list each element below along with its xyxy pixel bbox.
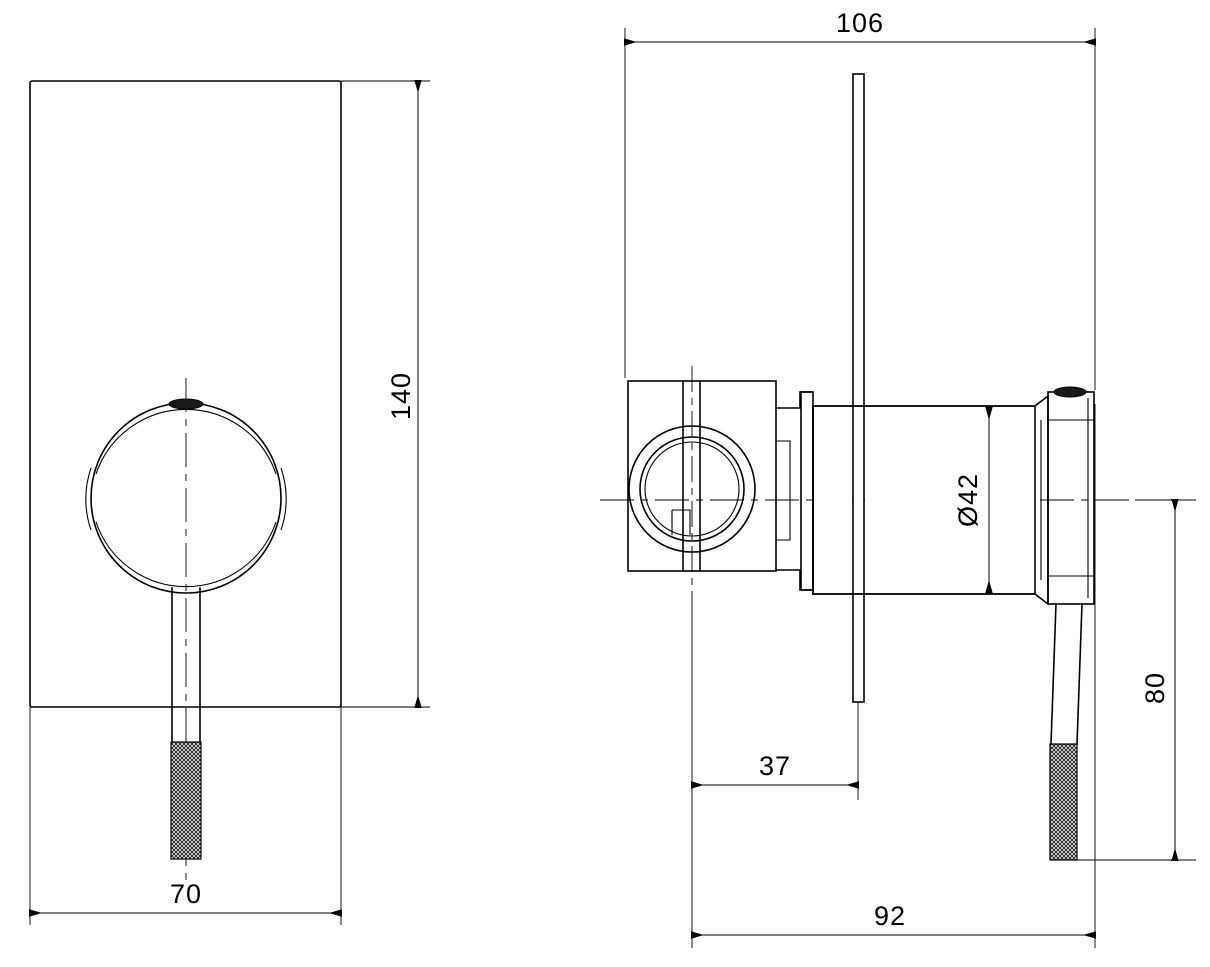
side-lever-stem-left	[1050, 603, 1057, 745]
dim-42-label: Ø42	[953, 473, 983, 527]
cartridge-right-fill	[865, 407, 1034, 593]
handle-boss-inner-arc-bottom	[95, 521, 277, 588]
handle-boss-cap	[168, 398, 204, 410]
side-shoulder-inner-top	[776, 440, 791, 501]
dim-92-label: 92	[874, 901, 906, 931]
side-shoulder-inner-bottom	[776, 501, 791, 541]
dim-37-label: 37	[759, 751, 791, 781]
handle-hub-cap	[1053, 386, 1087, 398]
valve-body-block	[627, 380, 777, 572]
side-lever-knurled-grip	[1049, 743, 1078, 861]
dimension-plate-height: 140	[341, 80, 430, 708]
dim-70-label: 70	[170, 879, 202, 909]
dimension-handle-drop: 80	[1077, 499, 1196, 861]
front-lever-knurled-grip	[170, 741, 202, 860]
dimension-overall-length: 106	[624, 8, 1096, 390]
dimension-plate-width: 70	[29, 707, 342, 925]
handle-boss-inner-arc-left	[85, 467, 92, 531]
dimension-body-offset: 37	[691, 610, 859, 800]
dimension-projection: 92	[691, 404, 1096, 948]
dim-80-label: 80	[1140, 672, 1170, 704]
valve-keyway-detail	[672, 509, 691, 535]
front-wall-plate	[29, 80, 342, 708]
front-view: 140 70	[29, 80, 430, 925]
dim-140-label: 140	[386, 372, 416, 420]
side-view: 106 Ø42 37 92 80	[600, 8, 1196, 948]
side-wall-plate	[852, 73, 865, 703]
handle-boss-inner-arc-right	[280, 467, 287, 531]
dimension-cartridge-diameter: Ø42	[953, 407, 993, 593]
cartridge-left-fill	[814, 407, 852, 593]
dim-106-label: 106	[836, 8, 884, 38]
side-lever-stem-right	[1076, 603, 1083, 745]
